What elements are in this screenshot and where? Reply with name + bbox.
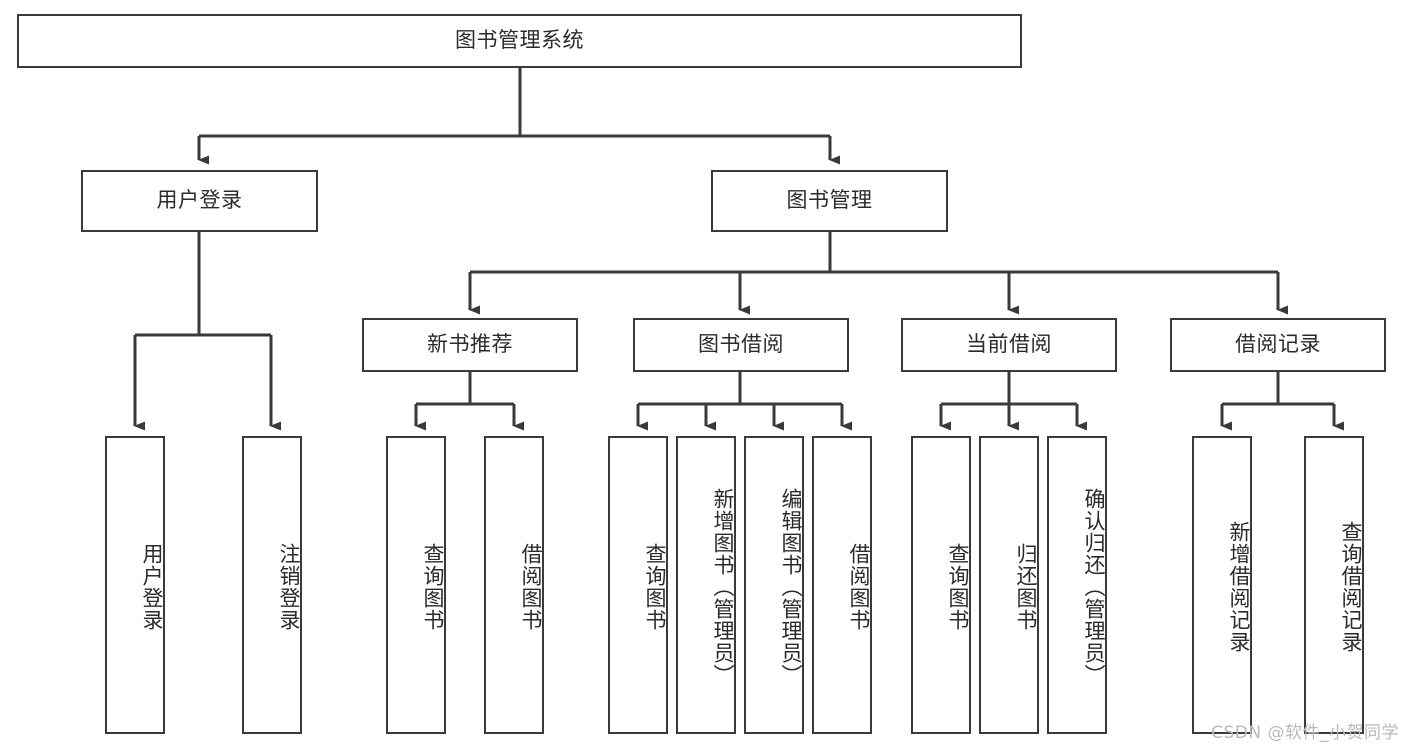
node-label: 注销登录	[277, 543, 301, 631]
node-label: 当前借阅	[966, 332, 1052, 357]
node-leaf-edit-book[interactable]: 编辑图书（管理员）	[744, 436, 804, 734]
node-leaf-borrow-book-2[interactable]: 借阅图书	[812, 436, 872, 734]
node-label: 查询图书	[946, 543, 970, 631]
node-current-borrow[interactable]: 当前借阅	[901, 318, 1117, 372]
node-user-login[interactable]: 用户登录	[81, 170, 318, 232]
node-label: 查询图书	[421, 543, 445, 631]
node-label: 用户登录	[156, 188, 243, 213]
node-label: 图书管理系统	[455, 28, 584, 53]
node-leaf-borrow-book-1[interactable]: 借阅图书	[484, 436, 544, 734]
node-label: 借阅图书	[519, 543, 543, 631]
node-label: 借阅图书	[847, 543, 871, 631]
node-book-management-system[interactable]: 图书管理系统	[17, 14, 1022, 68]
node-leaf-query-record[interactable]: 查询借阅记录	[1304, 436, 1364, 734]
node-book-borrow[interactable]: 图书借阅	[633, 318, 849, 372]
node-label: 新增借阅记录	[1227, 521, 1251, 653]
node-leaf-add-record[interactable]: 新增借阅记录	[1192, 436, 1252, 734]
node-leaf-user-login[interactable]: 用户登录	[105, 436, 165, 734]
node-label: 新增图书（管理员）	[711, 488, 735, 686]
node-label: 查询图书	[643, 543, 667, 631]
node-leaf-query-book-2[interactable]: 查询图书	[608, 436, 668, 734]
node-label: 用户登录	[140, 543, 164, 631]
node-label: 新书推荐	[427, 332, 513, 357]
node-leaf-add-book[interactable]: 新增图书（管理员）	[676, 436, 736, 734]
node-label: 编辑图书（管理员）	[779, 488, 803, 686]
node-label: 查询借阅记录	[1339, 521, 1363, 653]
node-label: 确认归还（管理员）	[1082, 488, 1106, 686]
node-book-management[interactable]: 图书管理	[711, 170, 948, 232]
node-borrow-record[interactable]: 借阅记录	[1170, 318, 1386, 372]
node-leaf-user-logout[interactable]: 注销登录	[242, 436, 302, 734]
node-new-book-recommend[interactable]: 新书推荐	[362, 318, 578, 372]
node-leaf-query-book-1[interactable]: 查询图书	[386, 436, 446, 734]
csdn-watermark: CSDN @软件_小贺同学	[1211, 723, 1399, 743]
node-label: 借阅记录	[1235, 332, 1321, 357]
node-leaf-confirm-return[interactable]: 确认归还（管理员）	[1047, 436, 1107, 734]
node-label: 图书借阅	[698, 332, 784, 357]
node-leaf-query-book-3[interactable]: 查询图书	[911, 436, 971, 734]
node-leaf-return-book[interactable]: 归还图书	[979, 436, 1039, 734]
node-label: 归还图书	[1014, 543, 1038, 631]
node-label: 图书管理	[786, 188, 873, 213]
